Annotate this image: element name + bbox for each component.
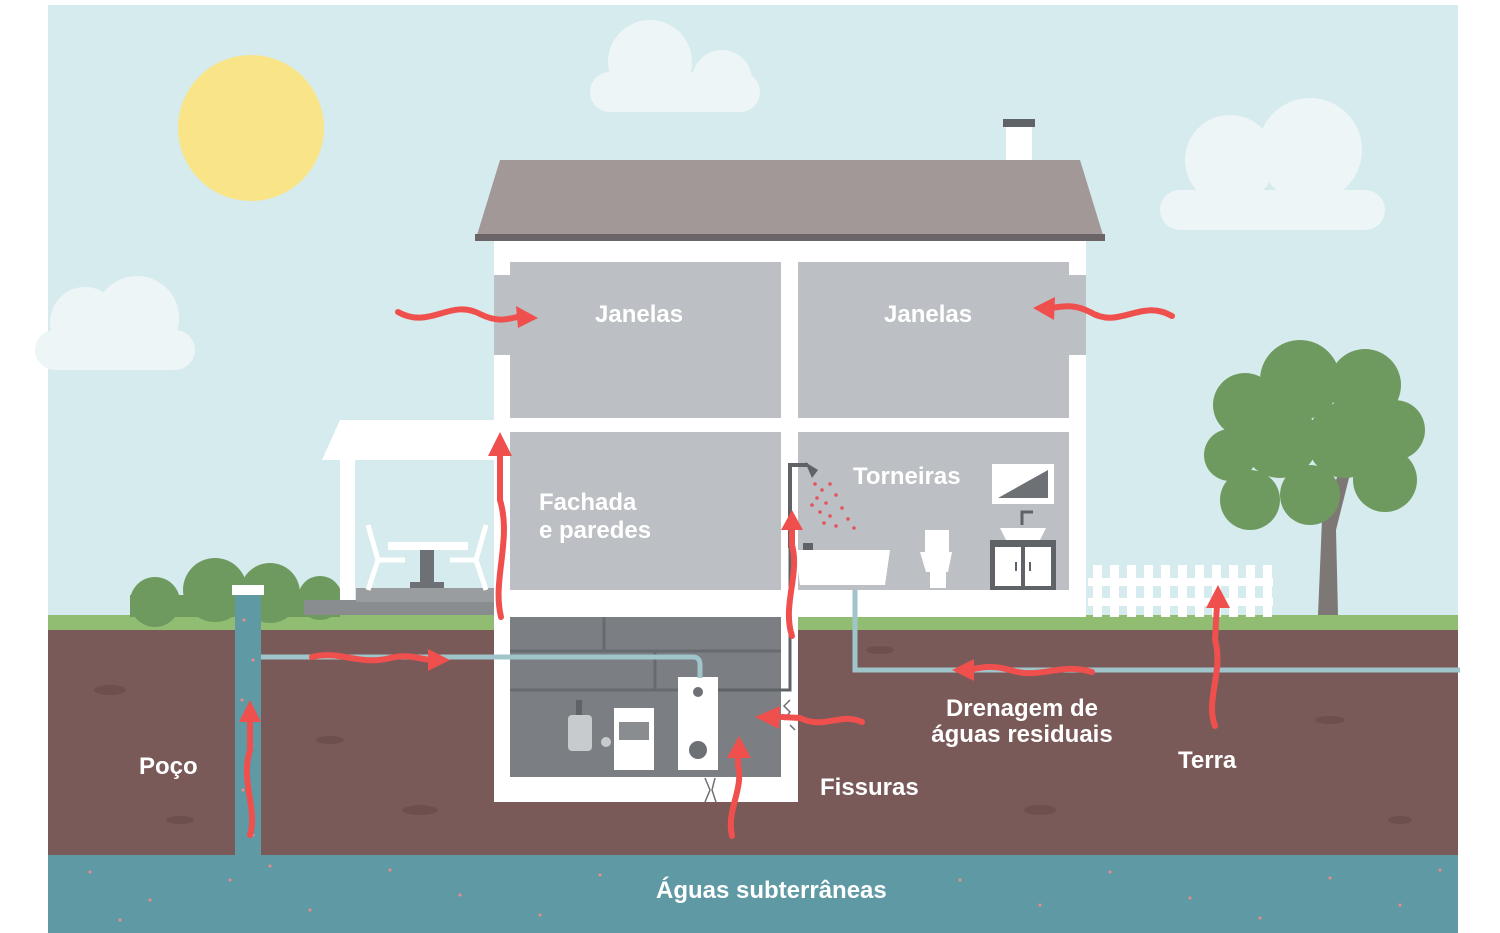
label-soil: Terra: [1178, 747, 1237, 774]
room-upper-left: [510, 262, 781, 418]
basement-appliances: [568, 677, 718, 770]
mirror-icon: [992, 464, 1054, 504]
label-wastewater-line1: Drenagem de: [945, 695, 1099, 722]
room-upper-right: [798, 262, 1069, 418]
arrow-fissure-side: [779, 714, 865, 726]
arrow-soil: [1209, 602, 1221, 729]
bush-icon: [130, 558, 342, 627]
label-wastewater-line2: águas residuais: [931, 721, 1113, 748]
chimney: [1006, 125, 1032, 163]
arrow-facade: [495, 449, 507, 620]
roof-eave: [475, 234, 1105, 241]
water-supply-pipe: [261, 654, 703, 678]
label-groundwater: Águas subterrâneas: [656, 877, 887, 904]
radon-arrows: [243, 303, 1221, 839]
label-cracks: Fissuras: [820, 774, 919, 801]
arrow-pipe: [309, 652, 437, 664]
arrow-cracks: [727, 750, 743, 839]
chimney-cap: [1003, 119, 1035, 127]
groundwater: [48, 855, 1458, 933]
label-windows-left: Janelas: [595, 301, 684, 328]
label-faucets: Torneiras: [853, 463, 961, 490]
cloud-icon: [590, 20, 760, 112]
arrow-window-right: [1045, 303, 1175, 321]
arrow-window-left: [395, 306, 525, 323]
tree-icon: [1204, 340, 1425, 615]
arrow-well: [243, 715, 256, 838]
cloud-icon: [35, 276, 195, 370]
arrow-drain: [965, 663, 1095, 677]
arrow-shower: [785, 520, 798, 639]
sun-icon: [178, 55, 324, 201]
sink-cabinet-icon: [990, 510, 1056, 590]
label-facade-line2: e paredes: [539, 517, 652, 544]
drainage-pipe: [852, 590, 1460, 673]
room-lower-left: [510, 432, 781, 590]
patio-pergola: [304, 420, 500, 615]
groundwater-dots: [88, 864, 1442, 922]
shower-spray: [810, 482, 856, 530]
bathroom-fixtures: [788, 462, 1056, 590]
window-left: [494, 275, 510, 355]
label-windows-right: Janelas: [884, 301, 973, 328]
radon-arrowheads: [239, 297, 1230, 758]
cloud-icon: [1160, 98, 1385, 230]
label-facade-line1: Fachada: [539, 489, 637, 516]
toilet-icon: [920, 530, 952, 588]
window-right: [1069, 275, 1086, 355]
bathtub: [795, 550, 890, 585]
soil-texture: [94, 646, 1412, 824]
roof: [477, 160, 1103, 235]
label-well: Poço: [139, 753, 198, 780]
well-cap: [232, 585, 264, 595]
